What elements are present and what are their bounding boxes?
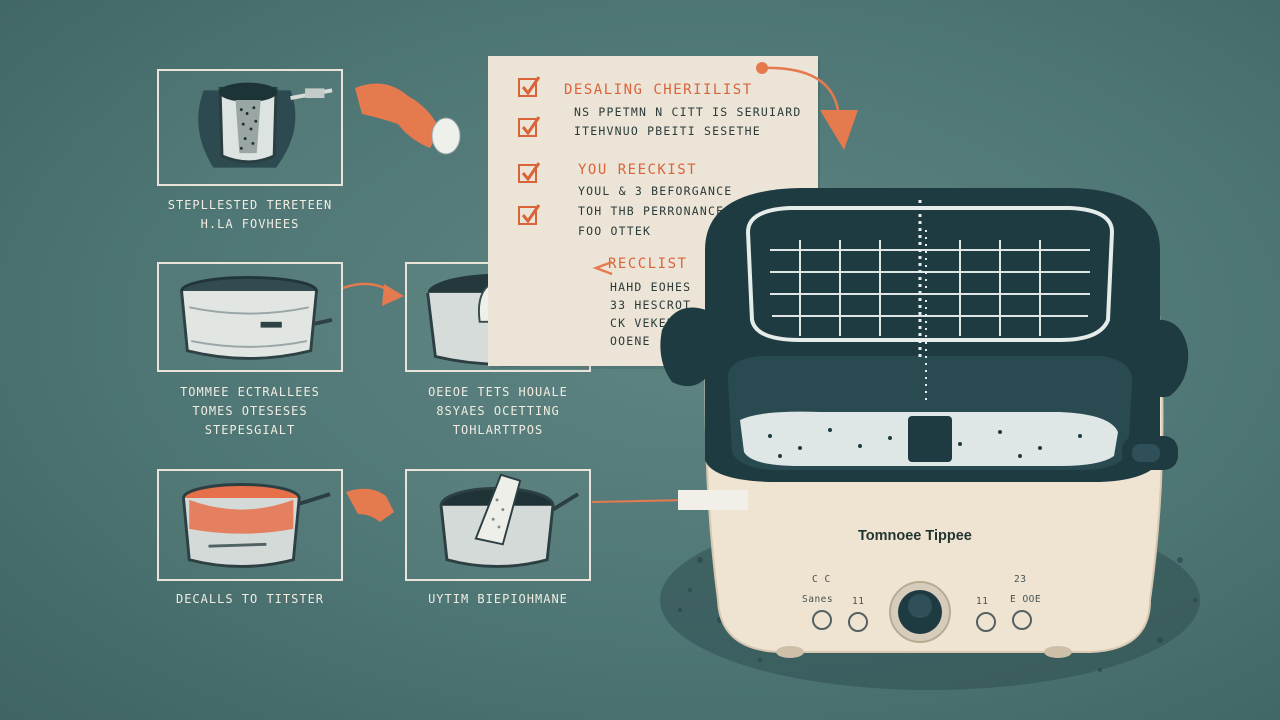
- panel-right-label: E OOE: [1010, 594, 1042, 605]
- step2-caption: TOMMEE ECTRALLEES TOMES OTESESES STEPESG…: [140, 383, 360, 440]
- step3-caption-line1: OEEOE TETS HOUALE: [428, 385, 568, 399]
- step4-image-frame: [157, 469, 343, 581]
- checklist-section3-title: RECCLIST: [608, 256, 688, 272]
- checkmark-icon: [518, 76, 540, 97]
- step5-caption-line1: UYTIM BIEPIOHMANE: [428, 592, 568, 606]
- step4-caption: DECALLS TO TITSTER: [140, 590, 360, 609]
- checklist-section3-line1: HAHD EOHES: [610, 280, 692, 294]
- step3-caption-line2: 8SYAES OCETTING: [436, 404, 560, 418]
- panel-right-top-label: 23: [1014, 574, 1027, 585]
- checklist-section1-title: DESALING CHERIILIST: [564, 82, 753, 98]
- checklist-section3-line4: OOENE: [610, 334, 651, 348]
- step3-caption-line3: TOHLARTTPOS: [452, 423, 544, 437]
- checklist-section2-line3: FOO OTTEK: [578, 224, 652, 238]
- pointing-hand-icon: [355, 83, 440, 148]
- checkmark-icon: [518, 204, 540, 225]
- step5-caption: UYTIM BIEPIOHMANE: [388, 590, 608, 609]
- desaling-checklist-card: DESALING CHERIILIST NS PPETMN N CITT IS …: [488, 56, 818, 366]
- sponge-icon: [431, 117, 461, 155]
- panel-left-number: 11: [852, 596, 865, 607]
- step2-caption-line1: TOMMEE ECTRALLEES: [180, 385, 320, 399]
- checkmark-icon: [518, 162, 540, 183]
- checkmark-icon: [518, 116, 540, 137]
- checklist-section2-line1: YOUL & 3 BEFORGANCE: [578, 184, 733, 198]
- brand-logo-text: Tomnoee Tippee: [858, 528, 972, 544]
- step1-caption: STEPLLESTED TERETEEN H.LA FOVHEES: [145, 196, 355, 234]
- step5-image-frame: [405, 469, 591, 581]
- step4-caption-line1: DECALLS TO TITSTER: [175, 592, 325, 606]
- step2-caption-line3: STEPESGIALT: [204, 423, 296, 437]
- step1-caption-line2: H.LA FOVHEES: [200, 217, 300, 231]
- checklist-section3-line3: CK VEKERE: [610, 316, 684, 330]
- panel-right-number: 11: [976, 596, 989, 607]
- step1-caption-line1: STEPLLESTED TERETEEN: [167, 198, 333, 212]
- pointing-hand-icon: [346, 488, 394, 522]
- fryer-basket-illustration: [198, 82, 333, 168]
- checklist-section3-line2: 33 HESCROT: [610, 298, 692, 312]
- step2-caption-line2: TOMES OTESESES: [192, 404, 308, 418]
- step2-image-frame: [157, 262, 343, 372]
- panel-left-label: Sanes: [802, 594, 834, 605]
- checklist-section2-line2: TOH THB PERRONANCE: [578, 204, 725, 218]
- orange-pot-illustration: [182, 483, 331, 568]
- checklist-section1-line1: NS PPETMN N CITT IS SERUIARD: [574, 105, 802, 119]
- step1-image-frame: [157, 69, 343, 186]
- pot-with-brush-illustration: [439, 473, 580, 568]
- fryer-pot-illustration: [180, 276, 333, 360]
- checklist-section1-line2: ITEHVNUO PBEITI SESETHE: [574, 124, 761, 138]
- panel-left-top-label: C C: [812, 574, 831, 585]
- step3-caption: OEEOE TETS HOUALE 8SYAES OCETTING TOHLAR…: [388, 383, 608, 440]
- checklist-section2-title: YOU REECKIST: [578, 162, 698, 178]
